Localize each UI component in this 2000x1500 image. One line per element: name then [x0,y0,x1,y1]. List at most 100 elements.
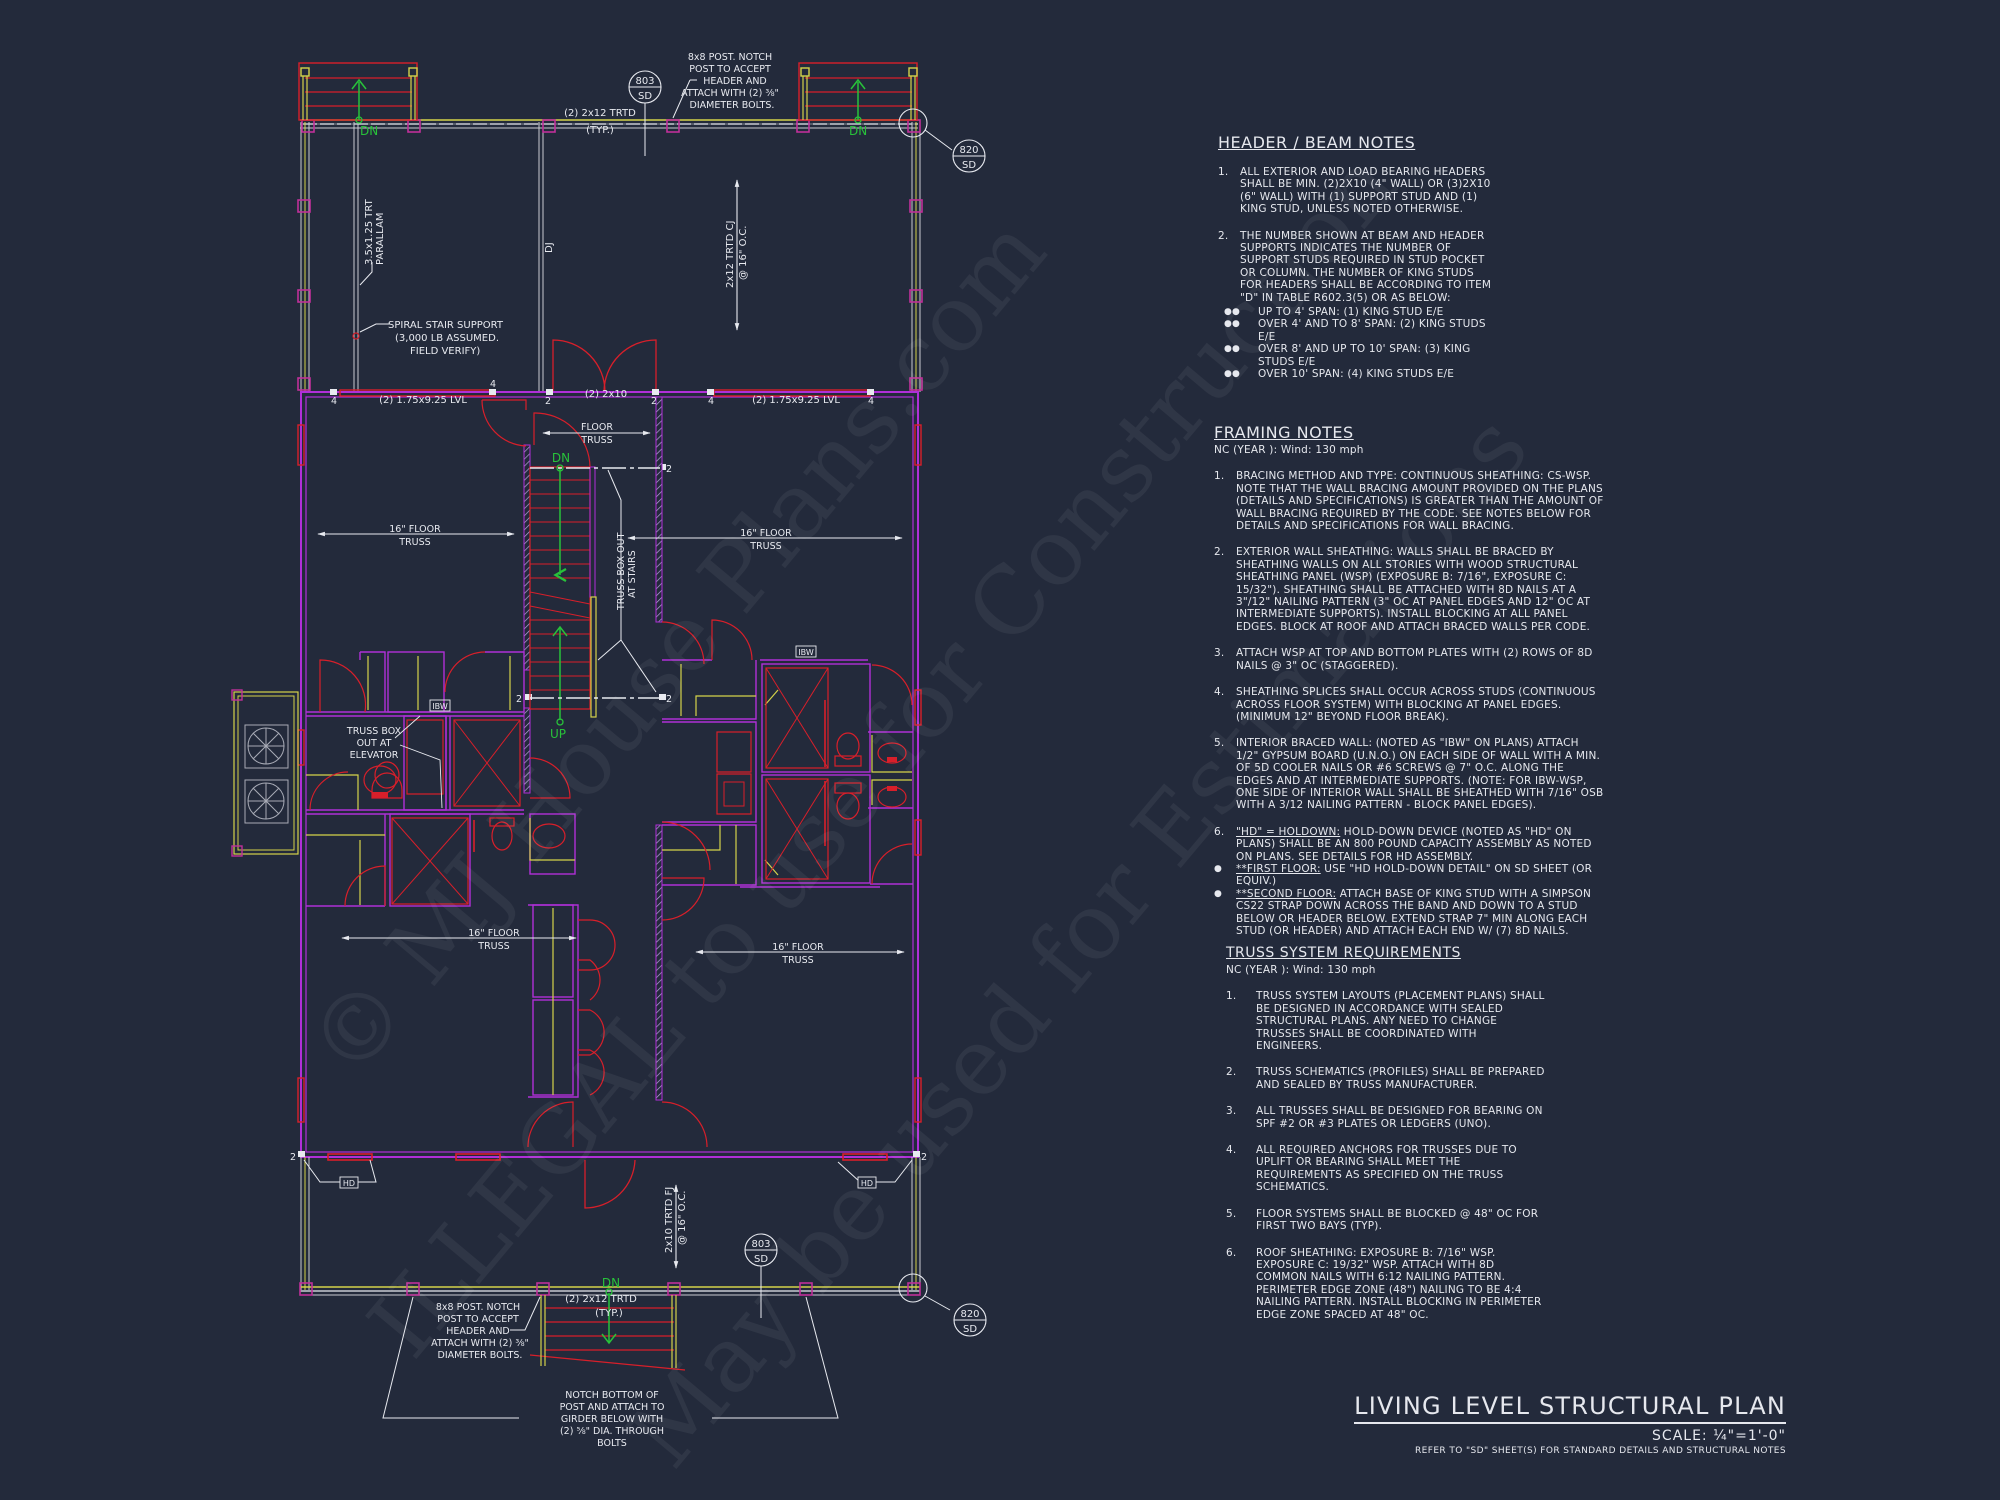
truss-note-5: 5.FLOOR SYSTEMS SHALL BE BLOCKED @ 48" O… [1226,1207,1539,1233]
svg-text:820: 820 [960,1309,979,1320]
top-deck [297,62,953,393]
truss-box-elevator-label: TRUSS BOX OUT AT ELEVATOR [346,726,402,761]
svg-text:TRUSS: TRUSS [781,955,813,966]
svg-text:SD: SD [638,91,652,102]
notch-note: NOTCH BOTTOM OF POST AND ATTACH TO GIRDE… [560,1390,665,1449]
ibw-tag-right: IBW [795,645,817,658]
framing-notes-title: FRAMING NOTES [1214,423,1354,442]
framing-notes-wind: NC (YEAR ): Wind: 130 mph [1214,444,1364,456]
svg-text:POST AND ATTACH TO: POST AND ATTACH TO [560,1402,665,1413]
plan-labels: (2) 2x12 TRTD (TYP.) 8x8 POST. NOTCH POS… [290,52,927,1449]
truss-note-4: 4.ALL REQUIRED ANCHORS FOR TRUSSES DUE T… [1226,1144,1517,1194]
svg-text:PARALLAM: PARALLAM [375,213,386,265]
sheet-title-block: LIVING LEVEL STRUCTURAL PLAN SCALE: ¼"=1… [1354,1392,1786,1456]
svg-text:OUT AT: OUT AT [357,738,392,749]
detail-callout-820-top[interactable]: 820 SD [952,139,986,173]
svg-text:2x10 TRTD FJ: 2x10 TRTD FJ [664,1187,675,1253]
svg-text:(3,000 LB ASSUMED.: (3,000 LB ASSUMED. [395,333,499,344]
floor-truss-label-ll: 16" FLOOR TRUSS [468,928,520,952]
svg-text:TRUSS: TRUSS [477,941,509,952]
header-bullet-3: ●●OVER 8' AND UP TO 10' SPAN: (3) KING S… [1224,343,1471,368]
floor-joist-label: 2x10 TRTD FJ @ 16" O.C. [664,1187,688,1253]
lvl-label-right: (2) 1.75x9.25 LVL [752,395,840,406]
truss-note-3: 3.ALL TRUSSES SHALL BE DESIGNED FOR BEAR… [1226,1105,1543,1130]
parallam-label: 3.5x1.25 TRT PARALLAM [364,198,386,265]
truss-notes-wind: NC (YEAR ): Wind: 130 mph [1226,964,1376,976]
svg-text:ELEVATOR: ELEVATOR [350,750,399,761]
svg-text:4: 4 [708,396,714,407]
svg-text:HD: HD [861,1179,873,1188]
framing-bullet-first-floor: ●**FIRST FLOOR: USE "HD HOLD-DOWN DETAIL… [1214,862,1593,888]
ceiling-joist-label: 2x12 TRTD CJ @ 16" O.C. [725,221,749,288]
dj-label: DJ [544,242,555,253]
floor-truss-label-ul: 16" FLOOR TRUSS [389,524,441,548]
header-bullet-1: ●●UP TO 4' SPAN: (1) KING STUD E/E [1224,306,1444,319]
svg-text:TRUSS: TRUSS [580,435,612,446]
framing-notes: FRAMING NOTES NC (YEAR ): Wind: 130 mph … [1214,423,1604,938]
detail-callout-803-top[interactable]: 803 SD [628,70,662,104]
detail-callout-820-bottom[interactable]: 820 SD [953,1303,987,1337]
interior-walls [306,396,913,1209]
svg-text:@ 16" O.C.: @ 16" O.C. [738,226,749,281]
sheet-title: LIVING LEVEL STRUCTURAL PLAN [1354,1392,1786,1424]
svg-text:4: 4 [868,396,874,407]
header-note-1: 1.ALL EXTERIOR AND LOAD BEARING HEADERS … [1218,166,1491,216]
svg-text:2: 2 [651,396,657,407]
svg-text:@ 16" O.C.: @ 16" O.C. [677,1191,688,1246]
truss-notes-title: TRUSS SYSTEM REQUIREMENTS [1226,945,1461,961]
svg-text:8x8 POST. NOTCH: 8x8 POST. NOTCH [436,1302,520,1313]
dn-label-top-left: DN [360,124,378,138]
ibw-tag-left: IBW [429,699,451,712]
floor-truss-label-lr: 16" FLOOR TRUSS [772,942,824,966]
svg-text:SPIRAL STAIR SUPPORT: SPIRAL STAIR SUPPORT [388,320,504,331]
framing-note-6: 6."HD" = HOLDOWN: HOLD-DOWN DEVICE (NOTE… [1214,825,1592,863]
truss-system-requirements: TRUSS SYSTEM REQUIREMENTS NC (YEAR ): Wi… [1226,944,1546,1335]
svg-text:BOLTS: BOLTS [597,1438,627,1449]
svg-text:2x12 TRTD CJ: 2x12 TRTD CJ [725,221,736,288]
svg-text:FLOOR: FLOOR [581,422,613,433]
typ-label-top: (TYP.) [586,125,614,136]
svg-text:IBW: IBW [798,648,814,657]
svg-text:3.5x1.25 TRT: 3.5x1.25 TRT [364,198,375,265]
svg-text:SD: SD [754,1254,768,1265]
framing-note-5: 5.INTERIOR BRACED WALL: (NOTED AS "IBW" … [1214,737,1604,812]
svg-text:803: 803 [751,1239,770,1250]
header-beam-notes: HEADER / BEAM NOTES 1.ALL EXTERIOR AND L… [1218,134,1498,381]
sheet-scale: SCALE: ¼"=1'-0" [1652,1428,1786,1444]
truss-note-1: 1.TRUSS SYSTEM LAYOUTS (PLACEMENT PLANS)… [1226,990,1545,1053]
top-left-stair [298,62,418,124]
svg-text:TRUSS: TRUSS [749,541,781,552]
svg-text:16" FLOOR: 16" FLOOR [772,942,824,953]
ac-platform [231,689,299,857]
header-bullet-4: ●●OVER 10' SPAN: (4) KING STUDS E/E [1224,368,1455,381]
svg-text:4: 4 [490,379,496,390]
floor-truss-label-stair: FLOOR TRUSS [580,422,613,446]
typ-label-bottom: (TYP.) [595,1308,623,1319]
svg-text:2: 2 [666,694,672,705]
header-note-2: 2.THE NUMBER SHOWN AT BEAM AND HEADER SU… [1218,229,1492,304]
svg-text:HEADER AND: HEADER AND [703,76,767,87]
svg-text:TRUSS BOX OUT: TRUSS BOX OUT [616,532,627,611]
svg-text:POST TO ACCEPT: POST TO ACCEPT [437,1314,519,1325]
framing-note-3: 3.ATTACH WSP AT TOP AND BOTTOM PLATES WI… [1214,647,1593,672]
svg-text:TRUSS: TRUSS [398,537,430,548]
main-stair [529,464,660,726]
svg-text:(2) ⅝" DIA. THROUGH: (2) ⅝" DIA. THROUGH [560,1426,664,1437]
top-right-stair [798,62,918,124]
svg-text:HD: HD [343,1179,355,1188]
svg-text:POST TO ACCEPT: POST TO ACCEPT [689,64,771,75]
svg-text:ATTACH WITH (2) ⅜": ATTACH WITH (2) ⅜" [431,1338,529,1349]
floor-truss-label-ur: 16" FLOOR TRUSS [740,528,792,552]
svg-text:2: 2 [545,396,551,407]
post-note-bottom: 8x8 POST. NOTCH POST TO ACCEPT HEADER AN… [431,1302,529,1361]
svg-text:16" FLOOR: 16" FLOOR [468,928,520,939]
svg-text:4: 4 [331,396,337,407]
svg-text:16" FLOOR: 16" FLOOR [389,524,441,535]
detail-callout-803-bottom[interactable]: 803 SD [744,1233,778,1267]
framing-note-1: 1.BRACING METHOD AND TYPE: CONTINUOUS SH… [1214,470,1604,533]
svg-text:2: 2 [666,464,672,475]
sheet-reference-note: REFER TO "SD" SHEET(S) FOR STANDARD DETA… [1415,1446,1786,1456]
svg-text:FIELD VERIFY): FIELD VERIFY) [410,346,480,357]
lvl-label-left: (2) 1.75x9.25 LVL [379,395,467,406]
